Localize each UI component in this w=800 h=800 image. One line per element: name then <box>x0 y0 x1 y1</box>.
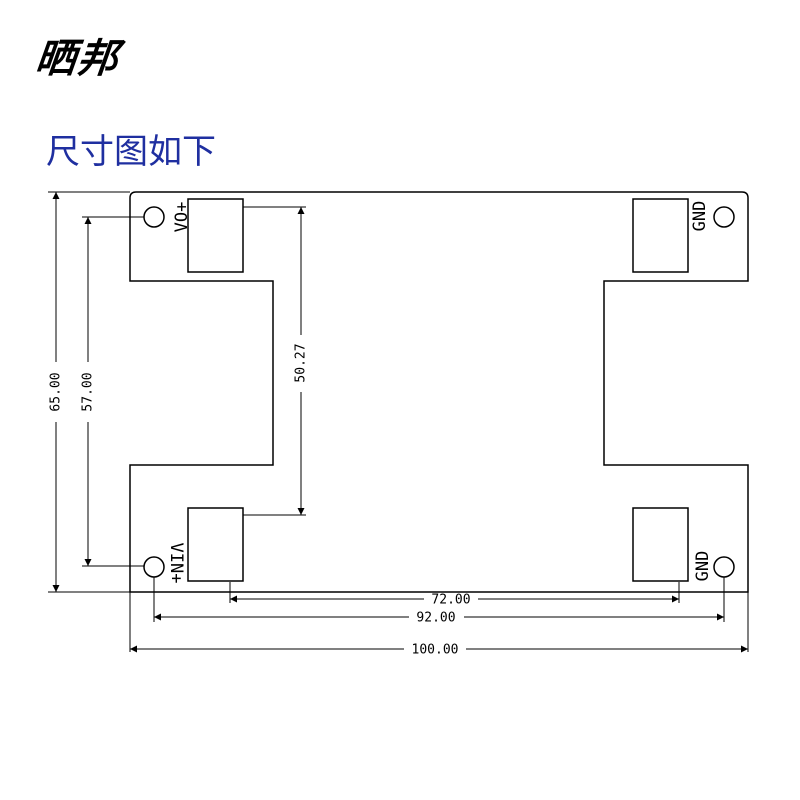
dim-pad-horizontal-label: 72.00 <box>431 593 470 608</box>
pad-vo-plus <box>187 198 244 273</box>
label-gnd-bottom: GND <box>693 551 713 582</box>
dim-overall-width-label: 100.00 <box>412 643 459 658</box>
mounting-hole-top-left <box>143 206 165 228</box>
mounting-hole-bottom-right <box>713 556 735 578</box>
label-vo-plus: VO+ <box>172 202 192 233</box>
label-gnd-top: GND <box>690 201 710 232</box>
dim-hole-vertical: 57.00 <box>81 217 96 566</box>
mounting-hole-bottom-left <box>143 556 165 578</box>
pad-vin-plus <box>187 507 244 582</box>
dim-overall-height-label: 65.00 <box>49 372 64 411</box>
dim-hole-vertical-label: 57.00 <box>81 372 96 411</box>
dim-pad-vertical-label: 50.27 <box>294 343 309 382</box>
page-subtitle: 尺寸图如下 <box>46 132 216 172</box>
pad-gnd-bottom <box>632 507 689 582</box>
mounting-hole-top-right <box>713 206 735 228</box>
label-vin-plus: VIN+ <box>166 543 186 584</box>
dim-pad-vertical: 50.27 <box>294 207 309 515</box>
pad-gnd-top <box>632 198 689 273</box>
dim-pad-horizontal: 72.00 <box>230 593 679 608</box>
dim-hole-horizontal: 92.00 <box>154 611 724 626</box>
dim-overall-height: 65.00 <box>49 192 64 592</box>
dim-overall-width: 100.00 <box>130 643 748 658</box>
dim-hole-horizontal-label: 92.00 <box>416 611 455 626</box>
board-outline <box>129 191 749 593</box>
